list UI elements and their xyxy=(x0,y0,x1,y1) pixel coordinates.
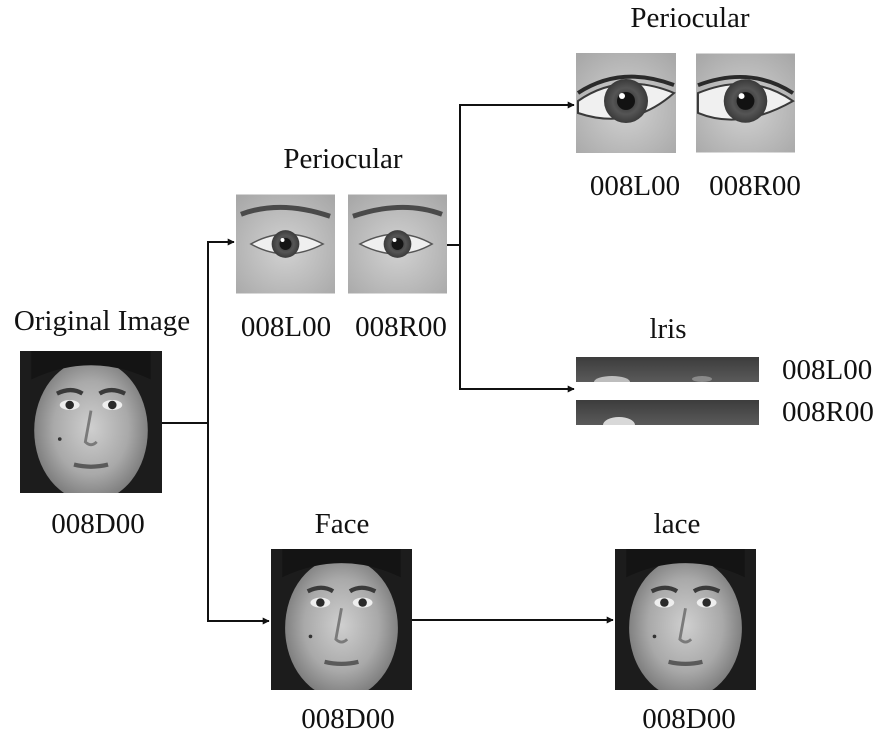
arrow-to-iris xyxy=(459,245,575,393)
periocular-2-right-eye-image xyxy=(696,53,795,153)
arrow-to-periocular-2 xyxy=(459,101,575,245)
face-2-code: 008D00 xyxy=(642,703,736,735)
periocular-2-title: Periocular xyxy=(630,2,750,34)
face-1-code: 008D00 xyxy=(301,703,395,735)
iris-left-code: 008L00 xyxy=(782,354,873,386)
iris-right-code: 008R00 xyxy=(782,396,874,428)
face-1-title: Face xyxy=(314,508,370,540)
periocular-2-right-code: 008R00 xyxy=(709,170,801,202)
face-2-title: lace xyxy=(653,508,701,540)
face-1-image xyxy=(271,549,412,690)
iris-title: lris xyxy=(649,313,687,345)
periocular-2-left-code: 008L00 xyxy=(589,170,681,202)
arrow-to-periocular-1 xyxy=(207,238,235,423)
original-face-image xyxy=(20,351,162,493)
original-image-code: 008D00 xyxy=(51,508,145,540)
periocular-1-left-eye-image xyxy=(236,194,335,294)
original-image-title: Original Image xyxy=(13,305,191,337)
periocular-1-title: Periocular xyxy=(283,143,403,175)
periocular-1-right-eye-image xyxy=(348,194,447,294)
periocular-1-right-code: 008R00 xyxy=(355,311,447,343)
periocular-2-left-eye-image xyxy=(576,53,676,153)
iris-left-strip-image xyxy=(576,357,759,382)
arrow-to-face-1 xyxy=(207,423,270,625)
face-2-image xyxy=(615,549,756,690)
iris-right-strip-image xyxy=(576,400,759,425)
periocular-1-left-code: 008L00 xyxy=(240,311,332,343)
